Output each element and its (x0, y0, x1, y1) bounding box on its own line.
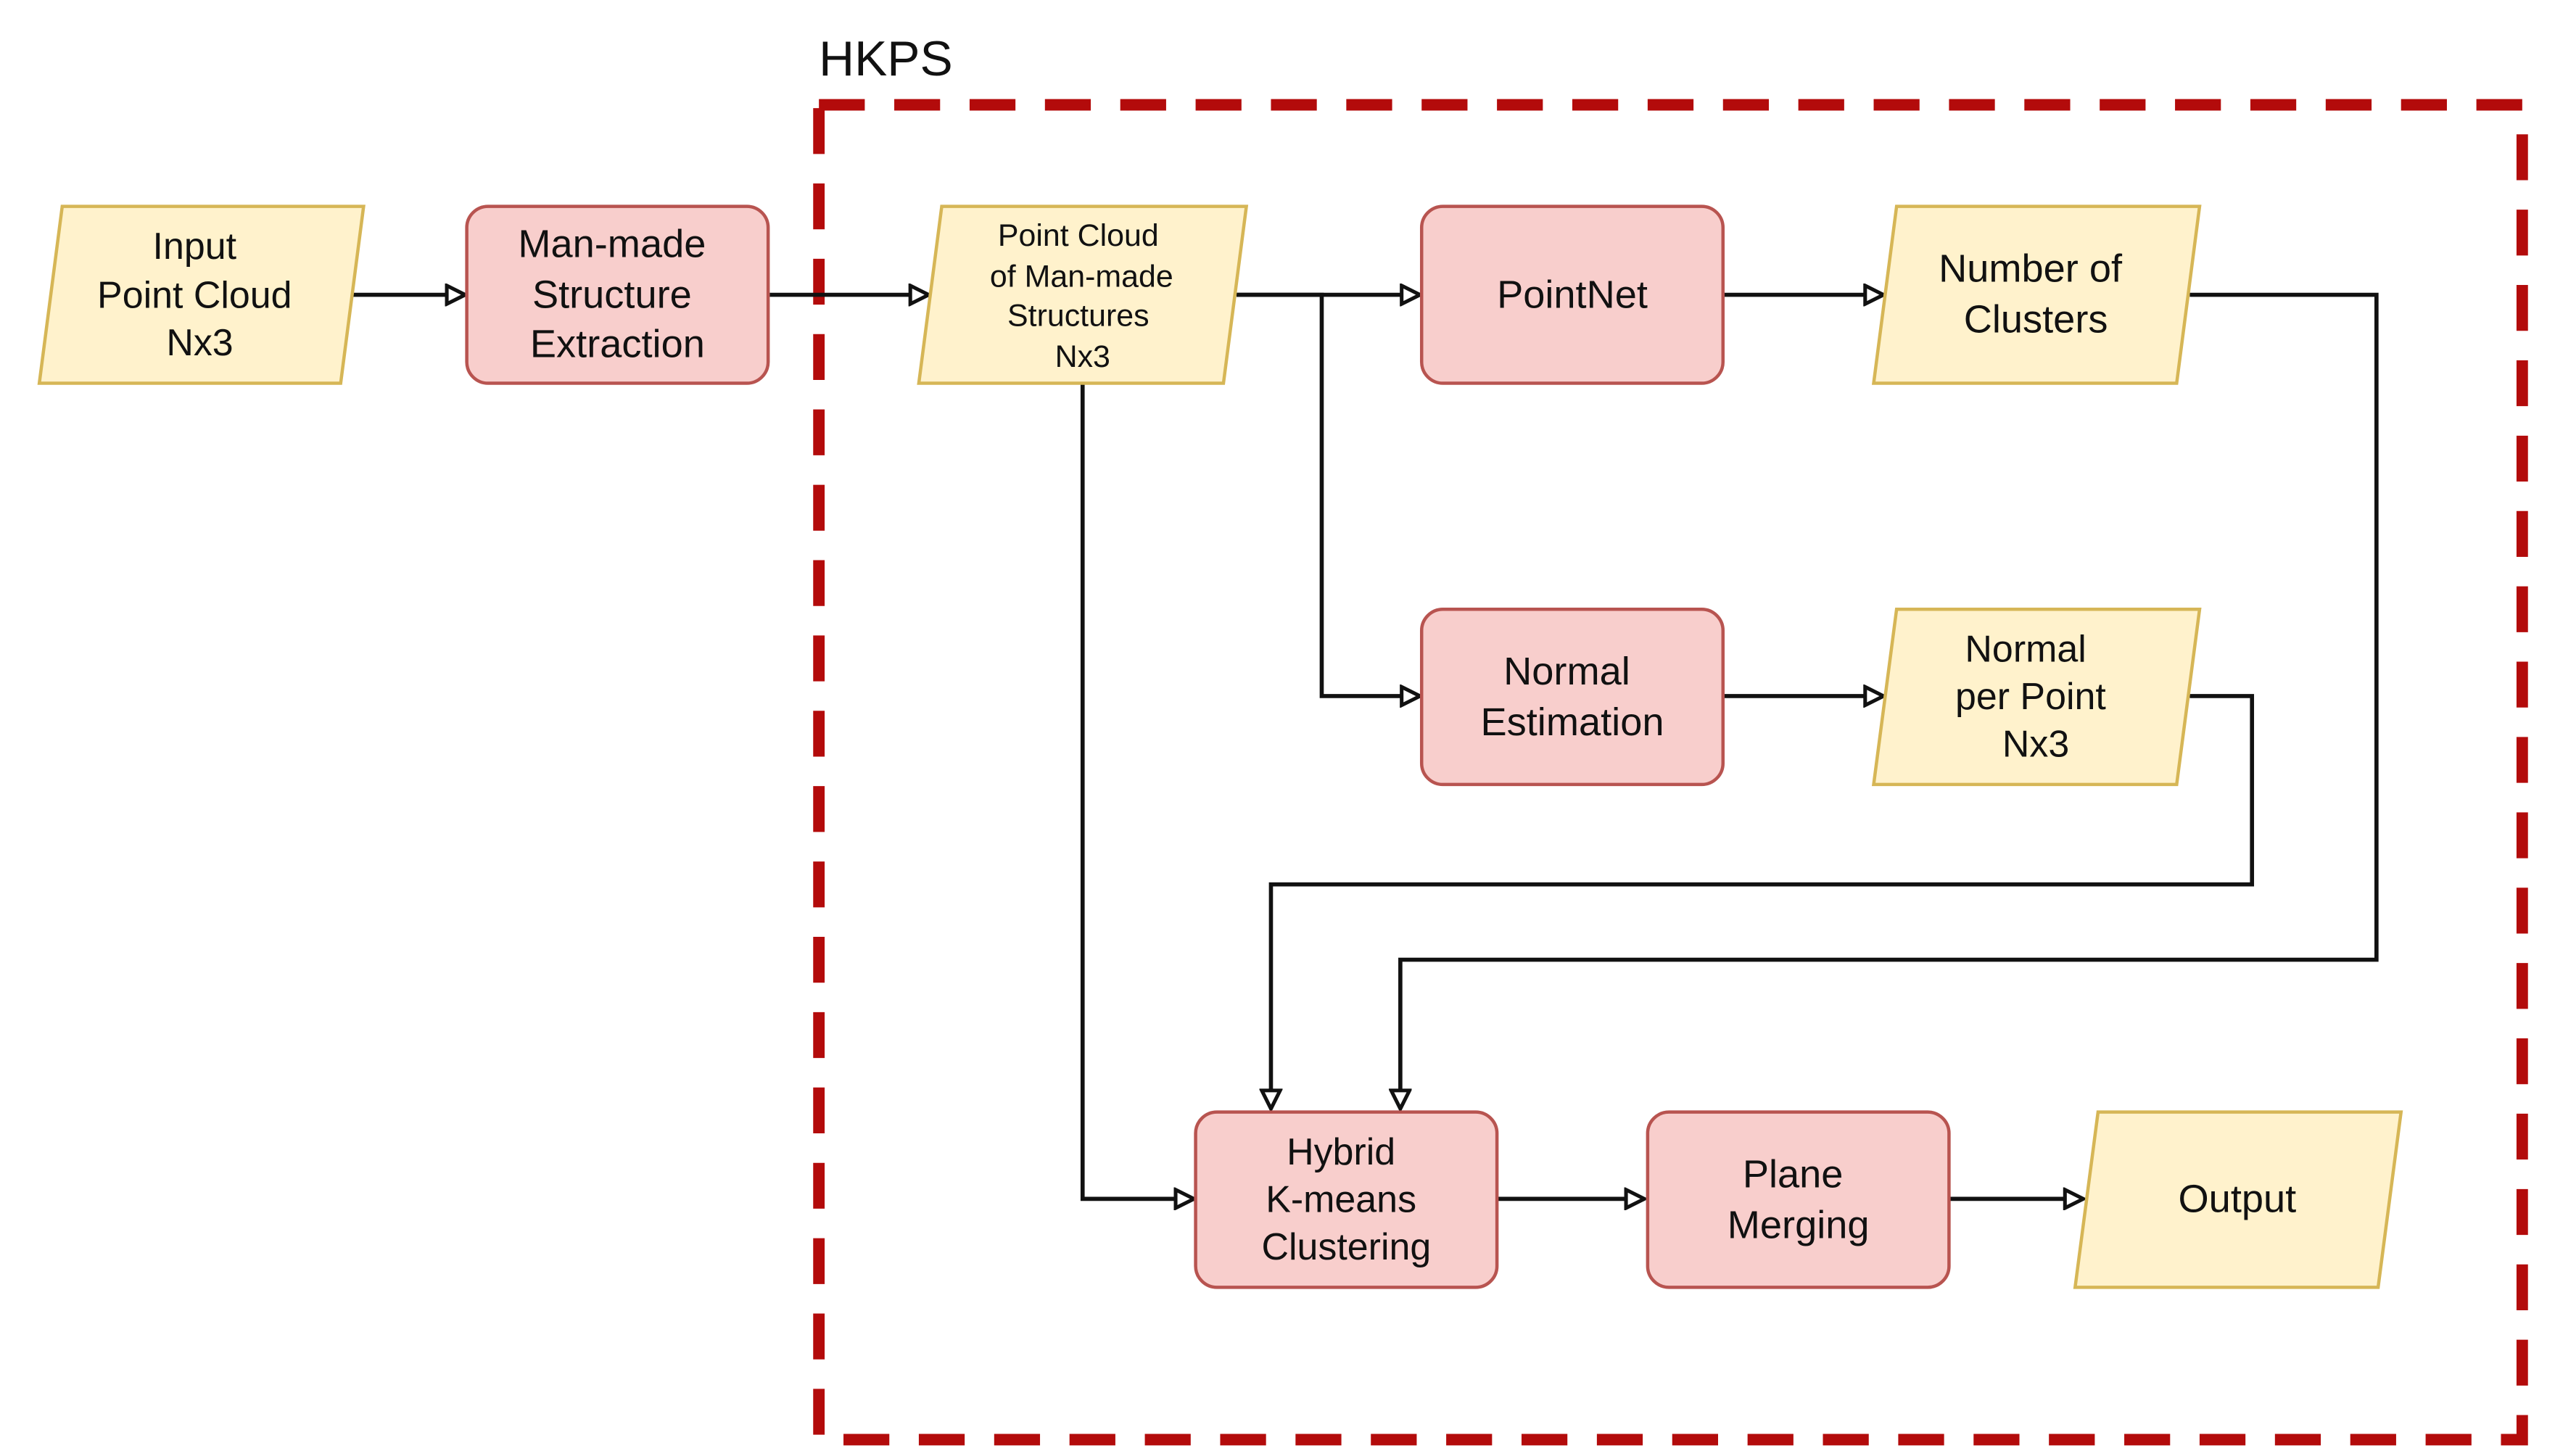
node-label-line: Nx3 (2002, 724, 2069, 766)
data-node-shape (917, 204, 1249, 385)
hkps-group-border (813, 99, 2528, 1446)
node-label: Plane Merging (1728, 1153, 1870, 1247)
node-label-line: Estimation (1481, 700, 1664, 744)
edge-manmade-pc-to-normal-estimation (1237, 292, 1420, 696)
hkps-group-title: HKPS (819, 32, 952, 86)
edge-manmade-pc-to-kmeans (1080, 383, 1194, 1199)
node-label-line: Normal (1965, 629, 2086, 671)
data-node-shape (2073, 1110, 2403, 1289)
node-label-line: Man-made (518, 223, 706, 266)
node-man-made-structure-extraction: Man-made Structure Extraction (465, 204, 770, 385)
edges (352, 292, 2379, 1199)
node-output: Output (2073, 1110, 2403, 1289)
edge-normals-to-kmeans (1271, 694, 2255, 1109)
node-label: Hybrid K-means Clustering (1261, 1131, 1431, 1268)
node-manmade-point-cloud: Point Cloud of Man-made Structures Nx3 (917, 204, 1249, 385)
node-label-line: Clusters (1964, 298, 2108, 342)
node-label-line: Clustering (1261, 1226, 1431, 1268)
node-label-line: Nx3 (1055, 339, 1110, 374)
data-node-shape (37, 204, 366, 385)
process-node-shape (1194, 1110, 1499, 1289)
node-label: Input Point Cloud Nx3 (97, 226, 302, 364)
node-label-line: Hybrid (1287, 1131, 1395, 1173)
node-hybrid-kmeans-clustering: Hybrid K-means Clustering (1194, 1110, 1499, 1289)
node-label-line: Merging (1728, 1204, 1870, 1247)
node-label: Output (2179, 1177, 2297, 1220)
node-label: Normal Estimation (1481, 650, 1664, 744)
node-normal-per-point: Normal per Point Nx3 (1871, 607, 2202, 787)
node-label: Man-made Structure Extraction (518, 223, 717, 366)
node-label-line: Number of (1939, 247, 2123, 290)
node-label-line: Structures (1007, 298, 1149, 333)
node-plane-merging: Plane Merging (1646, 1110, 1951, 1289)
node-label-line: Input (153, 226, 237, 268)
node-label-line: Point Cloud (97, 275, 292, 317)
process-node-shape (1419, 204, 1725, 385)
node-label-line: Normal (1503, 650, 1630, 693)
node-normal-estimation: Normal Estimation (1419, 607, 1725, 787)
process-node-shape (465, 204, 770, 385)
node-label-line: Plane (1743, 1153, 1844, 1196)
node-label: PointNet (1497, 273, 1648, 317)
node-label-line: per Point (1955, 676, 2106, 718)
node-label-line: Extraction (530, 322, 705, 365)
node-label-line: K-means (1266, 1178, 1416, 1220)
data-node-shape (1871, 607, 2202, 787)
node-label: Point Cloud of Man-made Structures Nx3 (990, 218, 1182, 374)
node-label-line: PointNet (1497, 273, 1648, 317)
node-number-of-clusters: Number of Clusters (1871, 204, 2202, 385)
process-node-shape (1646, 1110, 1951, 1289)
node-label-line: Output (2179, 1177, 2297, 1220)
node-label-line: Nx3 (166, 322, 233, 364)
data-node-shape (1871, 204, 2202, 385)
node-input: Input Point Cloud Nx3 (37, 204, 366, 385)
edge-num-clusters-to-kmeans (1400, 292, 2379, 1109)
node-label-line: of Man-made (990, 259, 1173, 294)
node-label-line: Structure (532, 273, 692, 317)
node-pointnet: PointNet (1419, 204, 1725, 385)
process-node-shape (1419, 607, 1725, 787)
node-label: Number of Clusters (1939, 247, 2133, 341)
node-label-line: Point Cloud (998, 218, 1159, 253)
node-label: Normal per Point Nx3 (1955, 629, 2116, 766)
